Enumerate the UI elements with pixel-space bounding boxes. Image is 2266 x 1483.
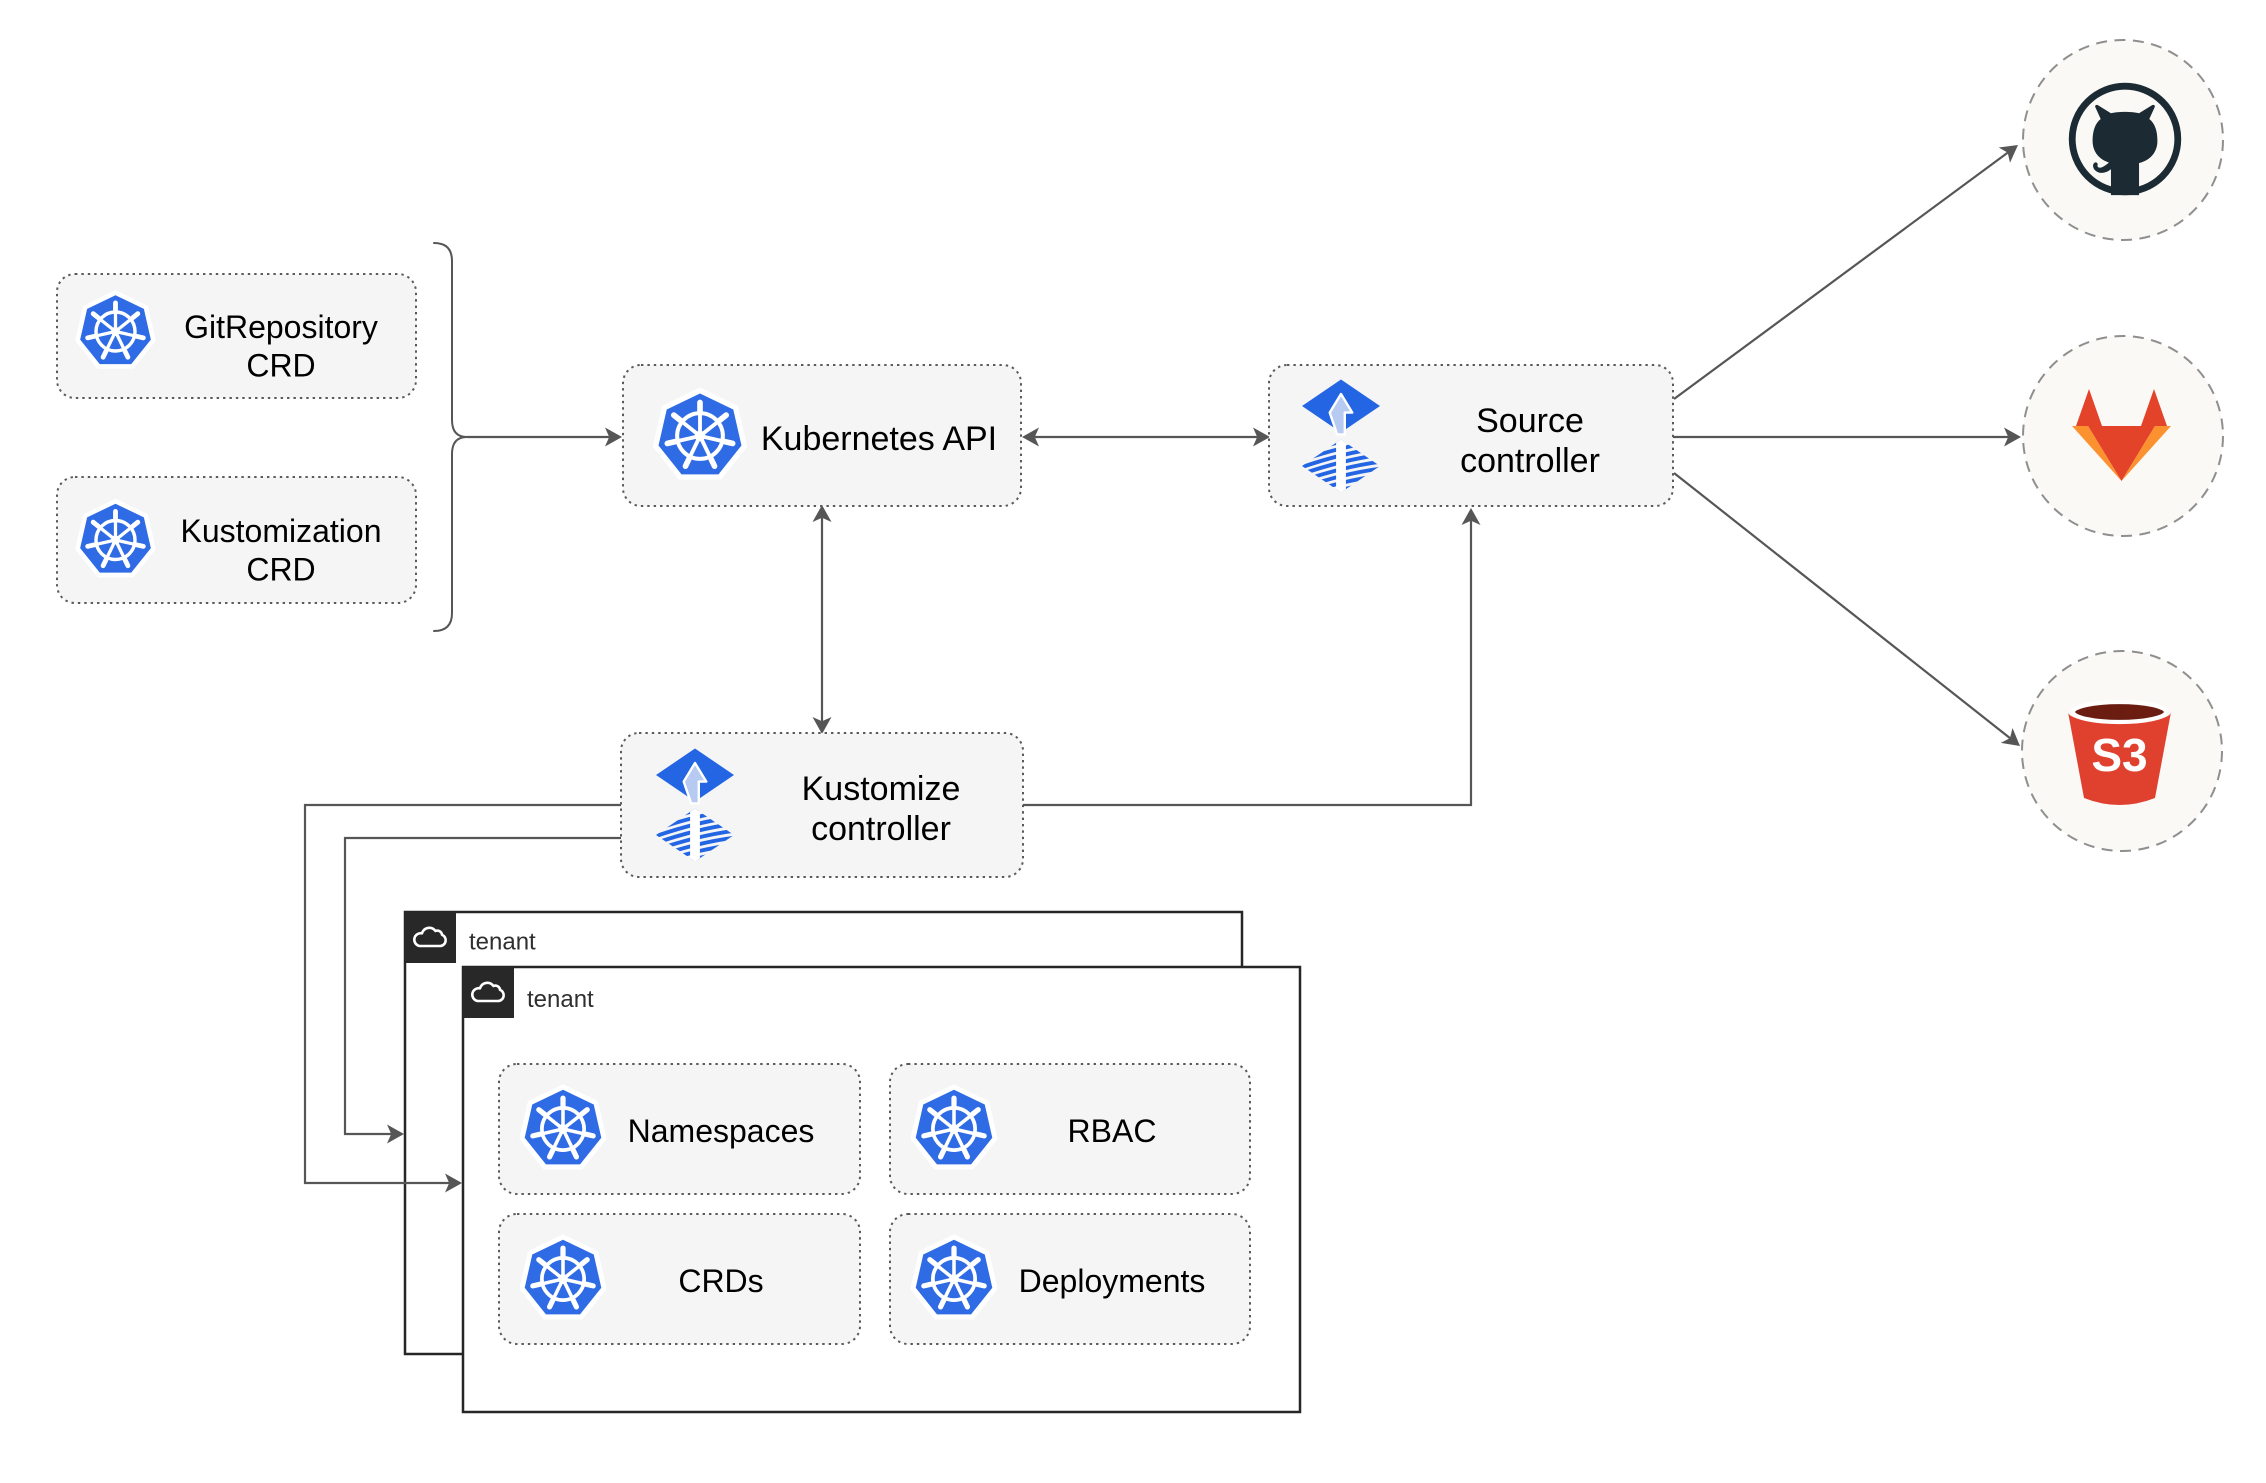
svg-text:controller: controller: [811, 810, 951, 848]
svg-text:tenant: tenant: [469, 929, 536, 956]
svg-text:Kubernetes API: Kubernetes API: [761, 420, 997, 458]
svg-text:CRD: CRD: [246, 348, 315, 384]
svg-text:CRDs: CRDs: [678, 1263, 763, 1299]
svg-text:S3: S3: [2091, 729, 2147, 781]
svg-text:controller: controller: [1460, 442, 1600, 480]
svg-text:Source: Source: [1476, 402, 1584, 440]
svg-text:Namespaces: Namespaces: [628, 1113, 815, 1149]
svg-text:RBAC: RBAC: [1068, 1113, 1157, 1149]
svg-text:Deployments: Deployments: [1019, 1263, 1206, 1299]
svg-text:tenant: tenant: [527, 986, 594, 1013]
svg-text:Kustomize: Kustomize: [802, 770, 961, 808]
svg-text:GitRepository: GitRepository: [184, 309, 378, 345]
svg-text:Kustomization: Kustomization: [181, 513, 382, 549]
svg-text:CRD: CRD: [246, 552, 315, 588]
